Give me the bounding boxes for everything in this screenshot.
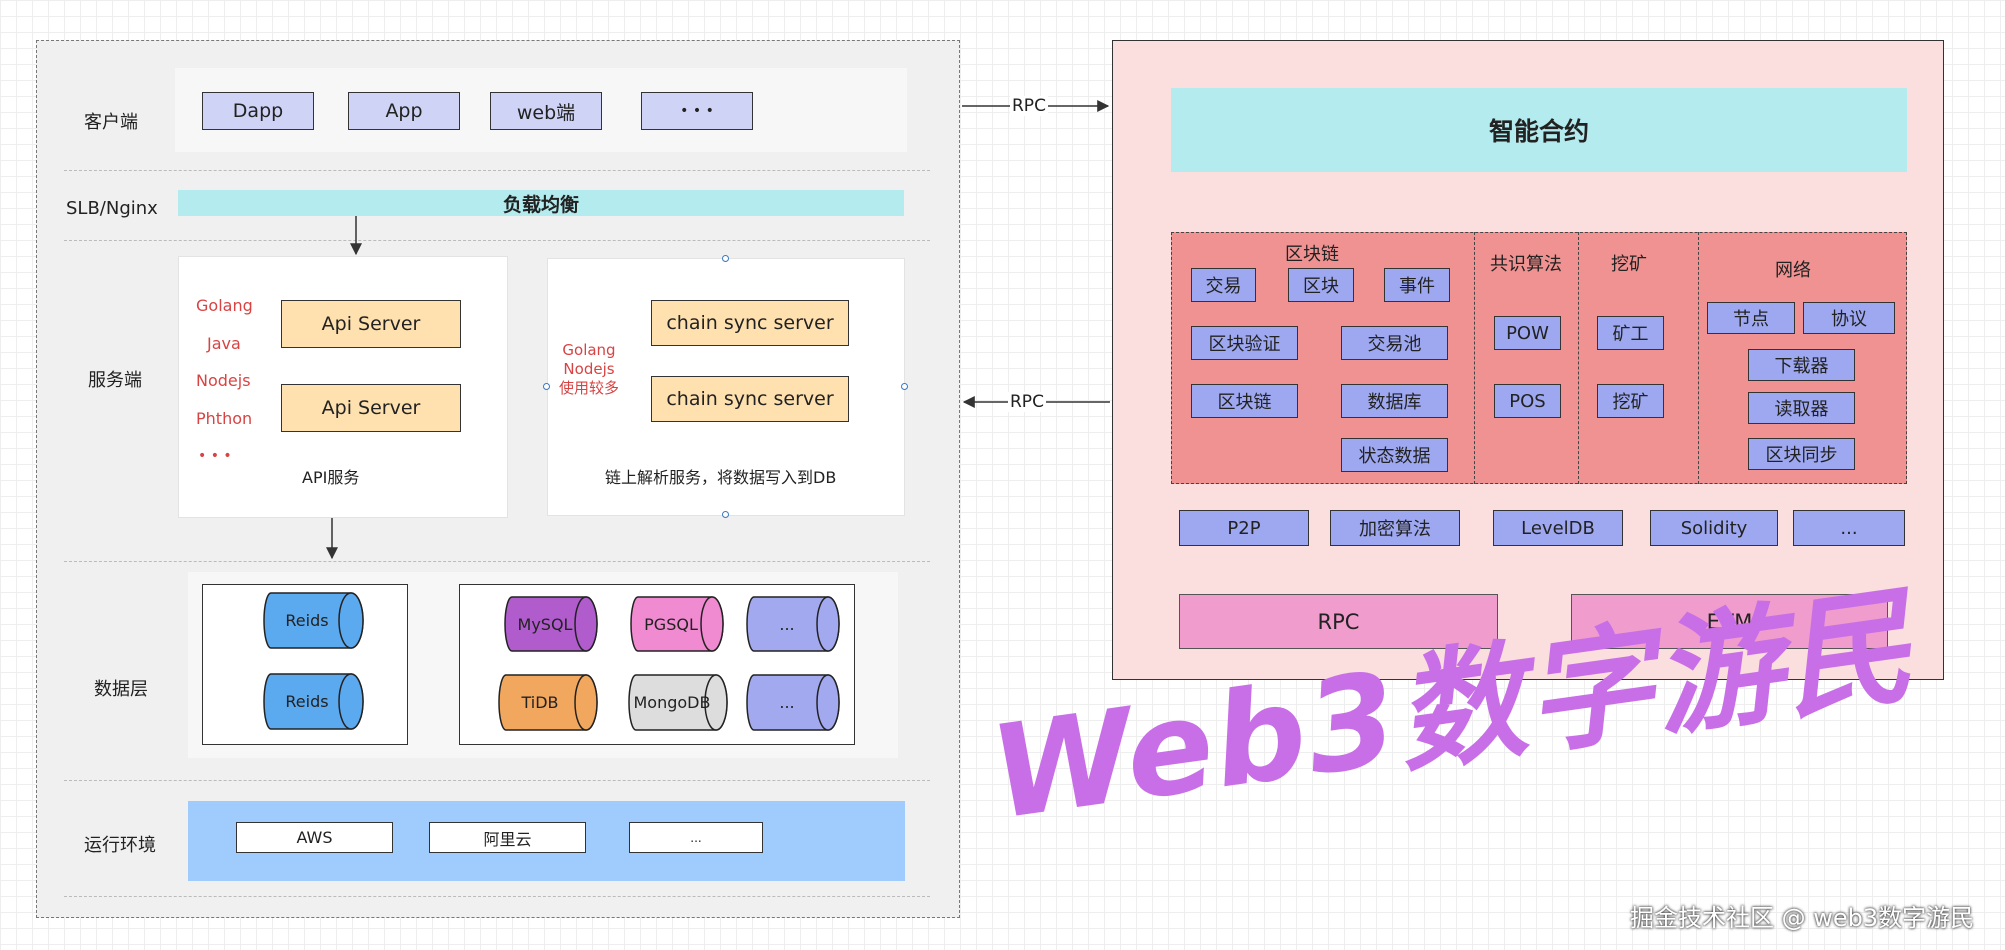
- mongodb-label: MongoDB: [633, 693, 711, 712]
- client-web-box[interactable]: web端: [490, 92, 602, 130]
- db-more-label-2: ...: [779, 693, 795, 712]
- bc-item-tx-pool[interactable]: 交易池: [1341, 326, 1448, 360]
- mining-module-title: 挖矿: [1611, 254, 1647, 275]
- module-divider-3: [1698, 232, 1699, 484]
- smart-contract-bar[interactable]: 智能合约: [1171, 88, 1907, 172]
- component-more[interactable]: ...: [1793, 510, 1905, 546]
- selection-handle[interactable]: [543, 383, 550, 390]
- selection-handle[interactable]: [722, 511, 729, 518]
- rpc-mid-label: RPC: [1008, 392, 1046, 412]
- pgsql-cylinder[interactable]: PGSQL: [630, 596, 726, 652]
- chain-languages: Golang Nodejs 使用较多: [558, 341, 619, 397]
- db-more-cylinder-2[interactable]: ...: [746, 674, 842, 731]
- lang-nodejs: Nodejs: [196, 371, 251, 390]
- consensus-module-title: 共识算法: [1490, 254, 1562, 275]
- component-leveldb[interactable]: LevelDB: [1493, 510, 1623, 546]
- bc-item-chain[interactable]: 区块链: [1191, 384, 1298, 418]
- rpc-top-label: RPC: [1010, 96, 1048, 116]
- network-item-downloader[interactable]: 下载器: [1748, 349, 1855, 381]
- separator-2: [64, 240, 930, 241]
- db-more-label-1: ...: [779, 614, 795, 634]
- redis-label-2: Reids: [285, 692, 329, 711]
- redis-cylinder-1[interactable]: Reids: [263, 592, 367, 649]
- tidb-label: TiDB: [521, 693, 559, 712]
- lang-java: Java: [207, 334, 241, 353]
- layer-label-slb: SLB/Nginx: [66, 198, 158, 219]
- db-more-cylinder-1[interactable]: ...: [746, 596, 842, 652]
- layer-label-server: 服务端: [88, 370, 142, 391]
- consensus-item-pow[interactable]: POW: [1494, 316, 1561, 350]
- network-item-block-sync[interactable]: 区块同步: [1748, 438, 1855, 470]
- network-item-node[interactable]: 节点: [1707, 302, 1795, 334]
- layer-label-data: 数据层: [94, 679, 148, 700]
- chain-sync-server-box-1[interactable]: chain sync server: [651, 300, 849, 346]
- client-app-box[interactable]: App: [348, 92, 460, 130]
- network-module-title: 网络: [1775, 260, 1811, 281]
- bc-item-state-data[interactable]: 状态数据: [1341, 438, 1448, 472]
- network-item-reader[interactable]: 读取器: [1748, 392, 1855, 424]
- selection-handle[interactable]: [722, 255, 729, 262]
- load-balance-bar[interactable]: 负载均衡: [178, 190, 904, 216]
- env-aws-box[interactable]: AWS: [236, 822, 393, 853]
- api-service-caption: API服务: [302, 468, 360, 487]
- api-server-box-2[interactable]: Api Server: [281, 384, 461, 432]
- mysql-cylinder[interactable]: MySQL: [504, 596, 600, 652]
- env-aliyun-box[interactable]: 阿里云: [429, 822, 586, 853]
- chain-service-caption: 链上解析服务，将数据写入到DB: [605, 468, 837, 487]
- layer-label-env: 运行环境: [84, 835, 156, 856]
- bc-item-block[interactable]: 区块: [1288, 268, 1354, 302]
- bc-item-block-verify[interactable]: 区块验证: [1191, 326, 1298, 360]
- mining-item-mine[interactable]: 挖矿: [1597, 384, 1664, 418]
- api-server-box-1[interactable]: Api Server: [281, 300, 461, 348]
- layer-label-client: 客户端: [84, 112, 138, 133]
- separator-1: [64, 170, 930, 171]
- selection-handle[interactable]: [901, 383, 908, 390]
- lang-more: • • •: [198, 448, 232, 464]
- redis-label-1: Reids: [285, 611, 329, 630]
- mining-item-miner[interactable]: 矿工: [1597, 316, 1664, 350]
- module-divider-1: [1474, 232, 1475, 484]
- bc-item-event[interactable]: 事件: [1384, 268, 1450, 302]
- component-crypto[interactable]: 加密算法: [1330, 510, 1460, 546]
- lang-golang: Golang: [196, 296, 253, 315]
- tidb-cylinder[interactable]: TiDB: [498, 674, 600, 731]
- pgsql-label: PGSQL: [644, 614, 698, 634]
- redis-cylinder-2[interactable]: Reids: [263, 673, 367, 730]
- network-item-protocol[interactable]: 协议: [1803, 302, 1895, 334]
- mongodb-cylinder[interactable]: MongoDB: [628, 674, 730, 731]
- module-divider-2: [1578, 232, 1579, 484]
- credit-text: 掘金技术社区 @ web3数字游民: [1630, 904, 1975, 932]
- mysql-label: MySQL: [517, 614, 573, 634]
- client-more-box[interactable]: • • •: [641, 92, 753, 130]
- env-more-box[interactable]: ...: [629, 822, 763, 853]
- evm-box[interactable]: EVM: [1571, 594, 1888, 649]
- component-solidity[interactable]: Solidity: [1650, 510, 1778, 546]
- separator-3: [64, 561, 930, 562]
- consensus-item-pos[interactable]: POS: [1494, 384, 1561, 418]
- separator-5: [64, 896, 930, 897]
- separator-4: [64, 780, 930, 781]
- client-dapp-box[interactable]: Dapp: [202, 92, 314, 130]
- component-p2p[interactable]: P2P: [1179, 510, 1309, 546]
- rpc-box[interactable]: RPC: [1179, 594, 1498, 649]
- bc-item-database[interactable]: 数据库: [1341, 384, 1448, 418]
- bc-item-transaction[interactable]: 交易: [1191, 268, 1256, 302]
- blockchain-module-title: 区块链: [1285, 244, 1339, 265]
- lang-python: Phthon: [196, 409, 253, 428]
- chain-sync-server-box-2[interactable]: chain sync server: [651, 376, 849, 422]
